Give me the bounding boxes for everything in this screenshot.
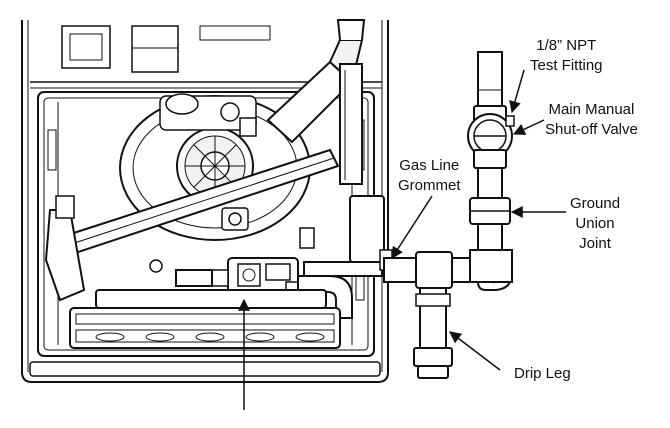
label-union-line3: Joint bbox=[579, 235, 611, 252]
label-drip-leg-line1: Drip Leg bbox=[514, 365, 571, 382]
leader-grommet bbox=[391, 195, 433, 260]
limit-switch bbox=[221, 207, 315, 249]
label-shutoff-valve-line1: Main Manual bbox=[548, 101, 635, 118]
label-test-fitting-line1: 1/8” NPT bbox=[536, 37, 597, 54]
label-test-fitting-line2: Test Fitting bbox=[530, 57, 603, 74]
label-union: Ground Union Joint bbox=[570, 194, 620, 254]
callout-leaders bbox=[238, 69, 566, 410]
label-drip-leg: Drip Leg bbox=[514, 364, 571, 384]
external-gas-piping bbox=[383, 51, 515, 379]
label-union-line1: Ground bbox=[570, 195, 621, 212]
label-shutoff-valve: Main Manual Shut-off Valve bbox=[545, 100, 638, 140]
pressure-switch bbox=[159, 93, 257, 137]
left-assembly bbox=[44, 195, 86, 302]
label-grommet: Gas Line Grommet bbox=[398, 156, 461, 196]
label-grommet-line1: Gas Line bbox=[399, 157, 460, 174]
leader-test-fitting bbox=[509, 69, 525, 114]
label-shutoff-valve-line2: Shut-off Valve bbox=[545, 121, 638, 138]
label-test-fitting: 1/8” NPT Test Fitting bbox=[530, 36, 603, 76]
vent-pipe bbox=[266, 19, 366, 185]
leader-shutoff-valve bbox=[512, 119, 545, 135]
label-union-line2: Union bbox=[575, 215, 615, 232]
burner-assembly bbox=[69, 259, 341, 349]
leader-drip-leg bbox=[449, 331, 501, 371]
label-grommet-line2: Grommet bbox=[398, 177, 461, 194]
